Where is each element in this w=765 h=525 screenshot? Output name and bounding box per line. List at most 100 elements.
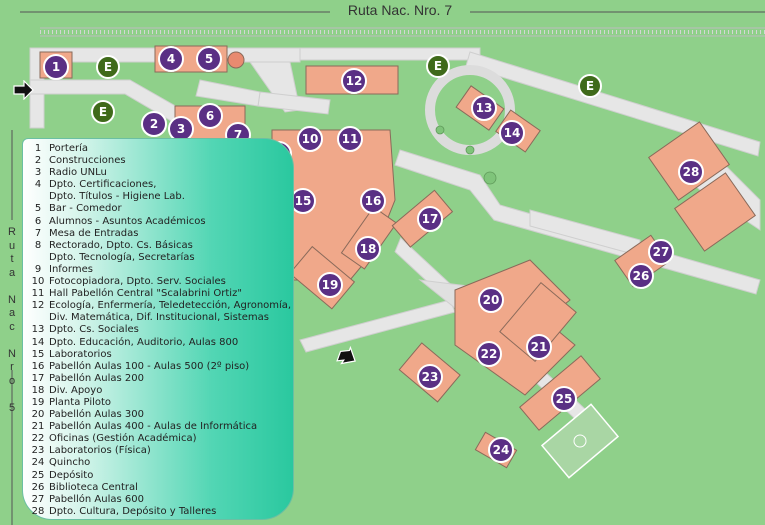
marker-16[interactable]: 16 — [360, 188, 386, 214]
legend-number: 15 — [31, 348, 45, 360]
legend-row: 7 Mesa de Entradas — [31, 228, 289, 240]
marker-27[interactable]: 27 — [648, 239, 674, 265]
legend-number: 1 — [34, 143, 42, 154]
legend-text: Construcciones — [49, 155, 126, 167]
legend-number: 5 — [34, 203, 42, 215]
legend-text: Dpto. Cultura, Depósito y Talleres — [49, 505, 217, 517]
legend-row: 6 Alumnos - Asuntos Académicos — [31, 216, 289, 228]
legend-text: Alumnos - Asuntos Académicos — [49, 215, 206, 227]
legend-text: Laboratorios (Física) — [49, 445, 151, 457]
legend-text: Hall Pabellón Central "Scalabrini Ortiz" — [49, 288, 242, 300]
marker-12[interactable]: 12 — [341, 68, 367, 94]
legend-text: Pabellón Aulas 300 — [49, 409, 144, 421]
legend-text: Dpto. Cs. Sociales — [49, 324, 139, 336]
legend-text: Planta Piloto — [49, 396, 112, 408]
road-label-ruta5: R u t a N a c N r o 5 — [8, 226, 16, 414]
marker-14[interactable]: 14 — [499, 120, 525, 146]
legend-text: Dpto. Tecnología, Secretarías — [49, 251, 195, 263]
legend-row: 2 Construcciones — [31, 155, 289, 167]
legend-number: 7 — [34, 227, 42, 239]
legend-number: 19 — [31, 396, 45, 408]
legend-number: 6 — [34, 215, 42, 227]
legend-text: Oficinas (Gestión Académica) — [49, 433, 197, 445]
legend-text: Pabellón Aulas 400 - Aulas de Informátic… — [49, 421, 258, 433]
legend-text: Quincho — [49, 457, 91, 469]
legend-text: Ecología, Enfermería, Teledetección, Agr… — [49, 300, 292, 312]
legend-number: 21 — [31, 421, 45, 433]
legend-row: 24 Quincho — [31, 457, 289, 469]
legend-number: 20 — [31, 409, 45, 421]
marker-20[interactable]: 20 — [478, 287, 504, 313]
legend-text: Div. Matemática, Dif. Institucional, Sis… — [49, 312, 269, 324]
marker-10[interactable]: 10 — [297, 126, 323, 152]
marker-21[interactable]: 21 — [526, 334, 552, 360]
legend-number: 28 — [31, 505, 45, 517]
legend-number: 24 — [31, 457, 45, 469]
marker-17[interactable]: 17 — [417, 206, 443, 232]
legend-row: 26 Biblioteca Central — [31, 482, 289, 494]
marker-23[interactable]: 23 — [417, 364, 443, 390]
legend-row: Dpto. Tecnología, Secretarías — [31, 252, 289, 264]
marker-22[interactable]: 22 — [476, 341, 502, 367]
marker-e-3[interactable]: E — [426, 54, 450, 78]
legend-row: 1 Portería — [31, 143, 289, 155]
legend-text: Bar - Comedor — [49, 203, 122, 215]
legend-text: Dpto. Educación, Auditorio, Aulas 800 — [49, 336, 239, 348]
marker-5[interactable]: 5 — [196, 46, 222, 72]
legend-number: 17 — [31, 372, 45, 384]
legend-row: 19 Planta Piloto — [31, 397, 289, 409]
marker-24[interactable]: 24 — [488, 437, 514, 463]
marker-4[interactable]: 4 — [158, 46, 184, 72]
legend-number: 2 — [34, 155, 42, 167]
legend-row: 22 Oficinas (Gestión Académica) — [31, 433, 289, 445]
building-28b — [673, 172, 757, 252]
legend-text: Biblioteca Central — [49, 481, 138, 493]
legend-number: 3 — [34, 167, 42, 179]
marker-6[interactable]: 6 — [197, 103, 223, 129]
marker-18[interactable]: 18 — [355, 236, 381, 262]
legend-number: 4 — [34, 179, 42, 191]
legend-number: 16 — [31, 360, 45, 372]
legend-number: 22 — [31, 433, 45, 445]
marker-26[interactable]: 26 — [628, 263, 654, 289]
marker-11[interactable]: 11 — [337, 126, 363, 152]
marker-28[interactable]: 28 — [678, 159, 704, 185]
marker-13[interactable]: 13 — [471, 95, 497, 121]
marker-2[interactable]: 2 — [141, 111, 167, 137]
legend-text: Portería — [49, 143, 88, 154]
marker-1[interactable]: 1 — [43, 54, 69, 80]
legend-number: 18 — [31, 384, 45, 396]
marker-25[interactable]: 25 — [551, 386, 577, 412]
legend-number: 25 — [31, 469, 45, 481]
legend-text: Dpto. Títulos - Higiene Lab. — [49, 191, 185, 203]
legend-number: 26 — [31, 481, 45, 493]
legend-row: 21 Pabellón Aulas 400 - Aulas de Informát… — [31, 421, 289, 433]
legend-row: 28 Dpto. Cultura, Depósito y Talleres — [31, 506, 289, 518]
legend-row: 20 Pabellón Aulas 300 — [31, 409, 289, 421]
legend-text: Rectorado, Dpto. Cs. Básicas — [49, 239, 193, 251]
railway — [20, 11, 765, 37]
legend-number: 27 — [31, 493, 45, 505]
entry-arrow-south-icon — [336, 346, 356, 365]
legend-text: Mesa de Entradas — [49, 227, 139, 239]
entry-arrow-west-icon — [13, 80, 34, 100]
marker-e-4[interactable]: E — [578, 74, 602, 98]
marker-e-1[interactable]: E — [96, 55, 120, 79]
marker-e-2[interactable]: E — [91, 100, 115, 124]
marker-19[interactable]: 19 — [317, 272, 343, 298]
legend-row: 5 Bar - Comedor — [31, 203, 289, 215]
